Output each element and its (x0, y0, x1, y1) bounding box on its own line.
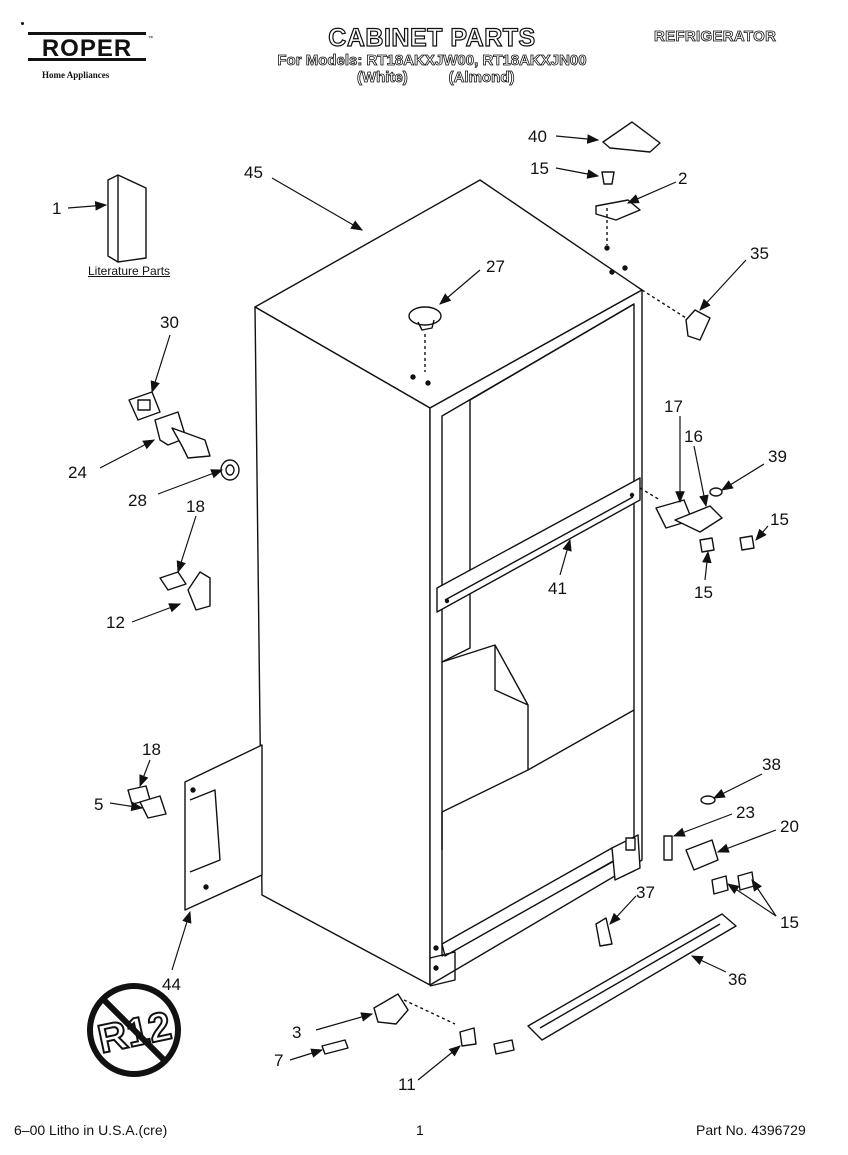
bottom-hinge-screw-b (737, 871, 755, 891)
callout-35: 35 (750, 244, 769, 263)
callout-30: 30 (160, 313, 179, 332)
literature-parts-label: Literature Parts (88, 264, 171, 278)
brand-subtitle: Home Appliances (42, 70, 110, 80)
hinge-cap (602, 121, 661, 153)
callout-23: 23 (736, 803, 755, 822)
washer (220, 459, 240, 481)
callout-15-bottom: 15 (780, 913, 799, 932)
footer-page-number: 1 (416, 1122, 424, 1138)
handle-bracket (187, 571, 211, 611)
cabinet-corner-tab (429, 951, 456, 987)
callout-24: 24 (68, 463, 87, 482)
center-hinge (674, 505, 723, 533)
top-hinge-screw (601, 171, 615, 185)
callout-16: 16 (684, 427, 703, 446)
footer-print-info: 6–00 Litho in U.S.A.(cre) (14, 1122, 168, 1138)
corner-mark (21, 22, 24, 25)
callout-44: 44 (162, 975, 181, 994)
variant-white: (White) (356, 69, 409, 87)
callout-45: 45 (244, 163, 263, 182)
callout-27: 27 (486, 257, 505, 276)
brand-name: ROPER (42, 35, 132, 62)
appliance-category: REFRIGERATOR (654, 28, 777, 46)
leveling-screw (321, 1039, 349, 1055)
footer-part-number: Part No. 4396729 (696, 1122, 806, 1138)
roper-logo-graphic: ROPER ™ (28, 32, 153, 62)
top-hinge (595, 199, 641, 221)
hinge-cover (685, 309, 711, 341)
callout-28: 28 (128, 491, 147, 510)
hinge-screw-b (739, 535, 755, 551)
callout-18-upper: 18 (186, 497, 205, 516)
screw-12 (159, 571, 187, 591)
brand-logo: ROPER ™ Home Appliances (28, 30, 153, 80)
no-r12-badge: R12 (87, 983, 181, 1077)
callout-15-right: 15 (770, 510, 789, 529)
model-variants: (White) (Almond) (262, 69, 602, 87)
bottom-hinge (685, 839, 719, 871)
washer-38 (700, 795, 716, 805)
washer-39 (709, 487, 723, 497)
freezer-liner-edge (441, 400, 471, 663)
roller-bracket (373, 993, 409, 1025)
callout-15-top: 15 (530, 159, 549, 178)
divider-rail (436, 477, 641, 613)
callout-5: 5 (94, 795, 103, 814)
freezer-liner-top (469, 303, 635, 401)
callout-12: 12 (106, 613, 125, 632)
callout-1: 1 (52, 199, 61, 218)
callout-7: 7 (274, 1051, 283, 1070)
shim-23 (663, 835, 673, 861)
bracket-bolt (493, 1039, 515, 1055)
models-line: For Models: RT18AKXJW00, RT18AKXJN00 (277, 52, 587, 70)
top-plug (408, 306, 442, 326)
callout-38: 38 (762, 755, 781, 774)
callout-18-lower: 18 (142, 740, 161, 759)
side-hinge-plate (184, 744, 263, 911)
grommet (128, 391, 161, 421)
literature-booklet (107, 174, 147, 263)
callout-36: 36 (728, 970, 747, 989)
title-block: CABINET PARTS For Models: RT18AKXJW00, R… (262, 23, 602, 87)
variant-almond: (Almond) (448, 69, 515, 87)
callout-2: 2 (678, 169, 687, 188)
callout-39: 39 (768, 447, 787, 466)
callout-40: 40 (528, 127, 547, 146)
bottom-hinge-screw-a (711, 875, 729, 895)
door-stop (139, 795, 167, 819)
callout-17: 17 (664, 397, 683, 416)
callout-37: 37 (636, 883, 655, 902)
callout-11: 11 (398, 1075, 416, 1094)
bracket-screw (459, 1027, 477, 1047)
svg-text:™: ™ (148, 35, 153, 42)
callout-3: 3 (292, 1023, 301, 1042)
cabinet-front-frame (429, 289, 643, 986)
page-title: CABINET PARTS (328, 23, 536, 52)
callout-20: 20 (780, 817, 799, 836)
cabinet-side-panel (254, 306, 431, 986)
callout-15-center: 15 (694, 583, 713, 602)
grille-clip (595, 917, 613, 947)
callout-41: 41 (548, 579, 567, 598)
hinge-screw-a (699, 537, 715, 553)
